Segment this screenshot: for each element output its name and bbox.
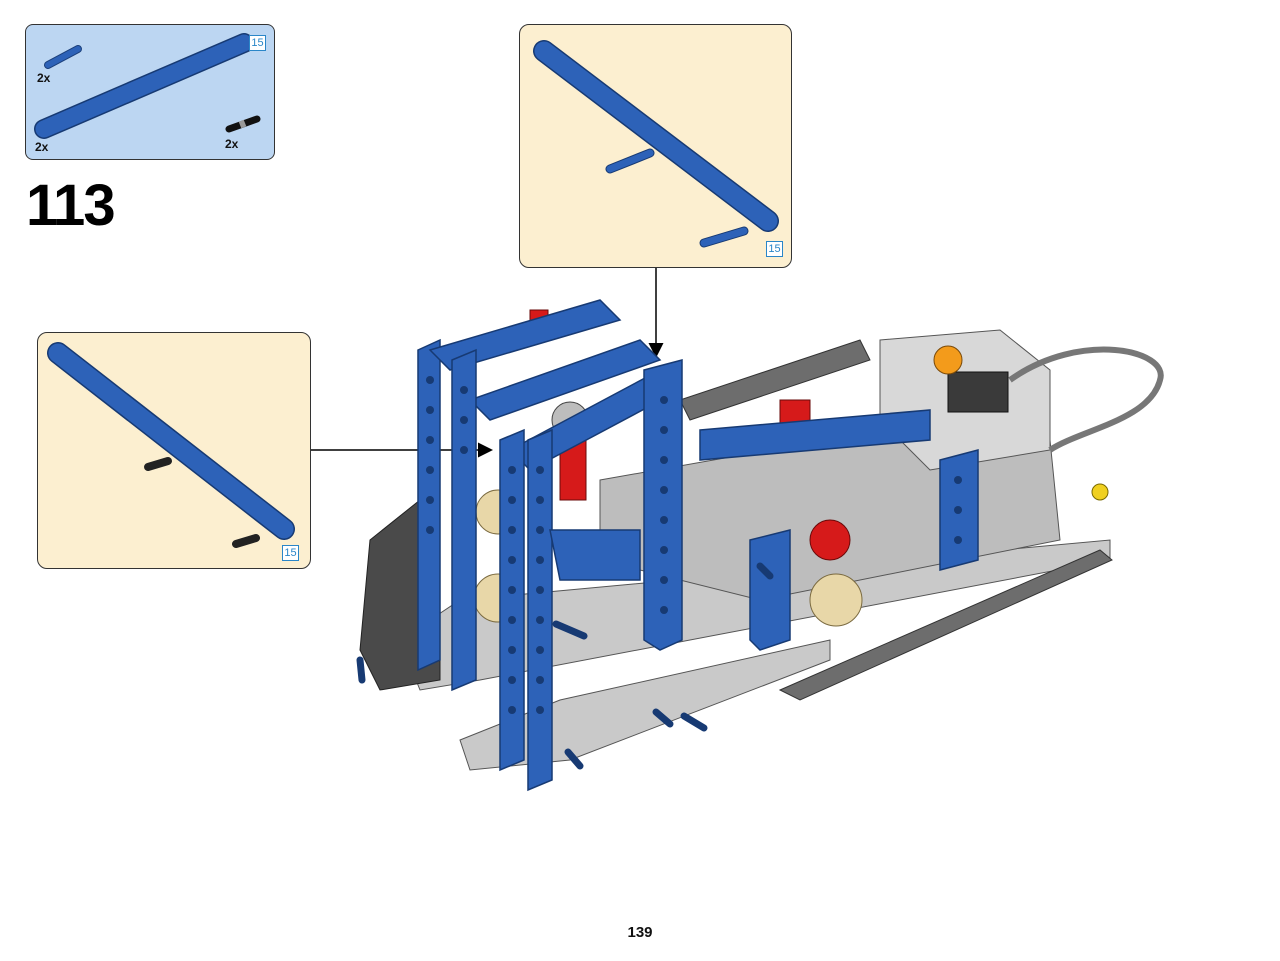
length-badge: 15 [249, 35, 266, 51]
length-badge: 15 [282, 545, 299, 561]
beam-holes [426, 376, 962, 714]
length-badge: 15 [766, 241, 783, 257]
callout-liftarm-top: 15 [519, 24, 792, 268]
step-number: 113 [26, 173, 116, 238]
blue-frame-beams [417, 299, 979, 792]
blue-liftarm-15-icon [34, 33, 254, 139]
black-connector-pin-icon [144, 457, 260, 548]
blue-pins [356, 562, 774, 770]
callout-liftarm-left: 15 [37, 332, 311, 569]
dark-gray-block [359, 499, 441, 691]
parts-list-drawing [34, 33, 261, 139]
parts-list-panel: 2x 2x 2x 15 [25, 24, 275, 160]
blue-axle-pin-icon [605, 148, 749, 248]
blue-liftarm-15-icon [47, 342, 295, 540]
blue-liftarm-15-icon [533, 40, 779, 232]
black-connector-pin-icon [225, 115, 261, 133]
page-number: 139 [627, 924, 653, 941]
quantity-label: 2x [225, 137, 239, 151]
blue-axle-pin-icon [44, 45, 82, 69]
quantity-label: 2x [35, 140, 49, 154]
motor-box [879, 329, 1164, 501]
callout-top-drawing [533, 40, 779, 248]
quantity-label: 2x [37, 71, 51, 85]
gray-base-frame [399, 339, 1113, 771]
callout-left-drawing [47, 342, 295, 548]
gear-assembly [473, 309, 863, 627]
